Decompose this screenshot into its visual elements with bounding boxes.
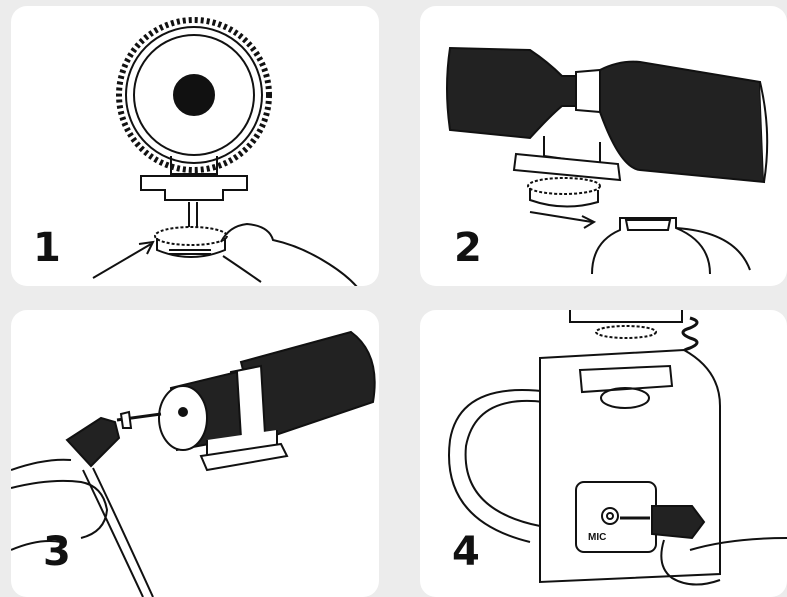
mic-front-cap: [158, 385, 208, 451]
hand-outline: [11, 458, 109, 551]
camera-lens: [448, 389, 551, 543]
mic-shoe-mount: [569, 310, 683, 323]
locking-wheel: [527, 177, 601, 195]
slide-arrow: [529, 211, 593, 223]
right-angle-connector: [651, 505, 706, 540]
mic-capsule: [173, 74, 215, 116]
camera-body: [539, 348, 721, 584]
step-2-illustration: [446, 46, 769, 275]
mic-shoe-mount: [140, 175, 248, 201]
locking-wheel: [595, 325, 657, 339]
step-2-panel: 2: [420, 6, 787, 286]
locking-wheel: [154, 226, 228, 246]
step-3-illustration: [11, 330, 376, 597]
upward-arrow: [92, 243, 152, 279]
mic-shoe-mount: [512, 152, 622, 182]
mic-jack: [601, 507, 619, 525]
mic-body-angled: [158, 330, 376, 452]
step-number: 2: [454, 225, 482, 271]
step-1-illustration: [92, 17, 358, 286]
hand-outline: [660, 537, 787, 586]
mount-screw: [188, 202, 198, 228]
audio-cable: [82, 467, 154, 597]
step-4-panel: MIC 4: [420, 310, 787, 597]
step-4-illustration: MIC: [448, 310, 787, 586]
right-angle-connector: [65, 416, 121, 468]
mode-dial: [600, 387, 650, 409]
step-number: 4: [452, 529, 480, 575]
step-number: 1: [33, 225, 61, 271]
hand-outline: [220, 222, 358, 286]
mic-side-body: [446, 46, 769, 184]
step-1-panel: 1: [11, 6, 379, 286]
step-number: 3: [43, 529, 71, 575]
camera-hotshoe: [591, 217, 711, 275]
step-3-panel: 3: [11, 310, 379, 597]
mic-jack-label: MIC: [588, 532, 606, 543]
mic-knurled-ring: [116, 17, 272, 173]
